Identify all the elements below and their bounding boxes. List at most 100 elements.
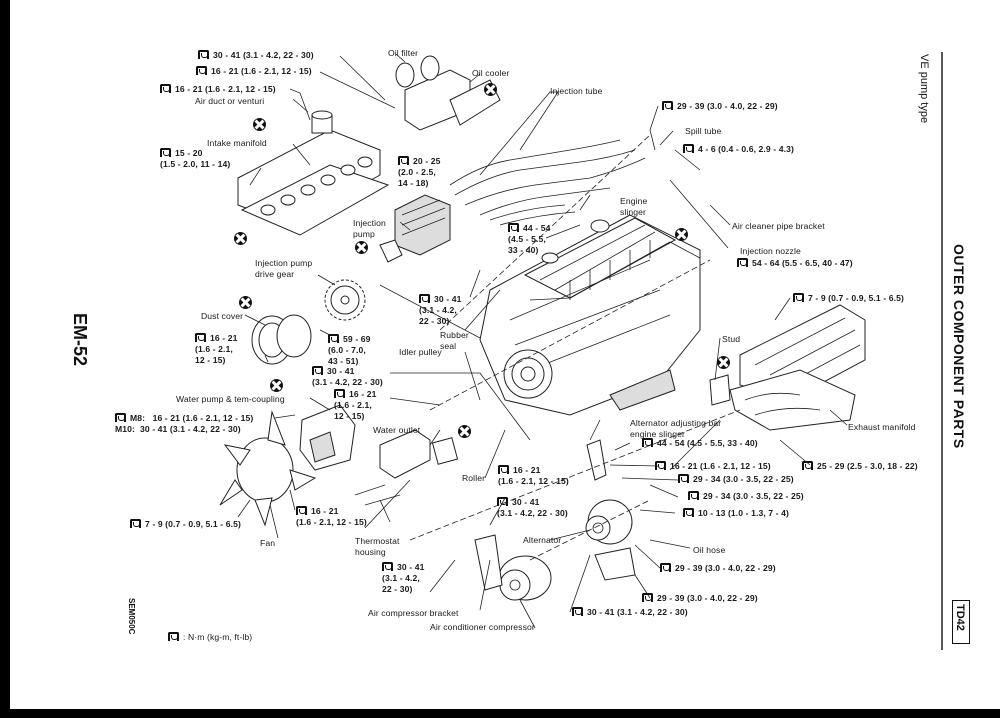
label-exhaust-manifold: Exhaust manifold <box>848 422 916 432</box>
torque-injection-pump-nut: 20 - 25 (2.0 - 2.5, 14 - 18) <box>398 156 441 188</box>
leader-lines <box>237 53 848 629</box>
torque-alt-bar-nut: 16 - 21 (1.6 - 2.1, 12 - 15) <box>655 461 771 472</box>
torque-oil-hose-bolt-b: 10 - 13 (1.0 - 1.3, 7 - 4) <box>683 508 789 519</box>
model-tag-box <box>952 600 970 644</box>
dust-cover-drawing <box>251 314 312 365</box>
torque-alt-bar-bolt: 44 - 54 (4.5 - 5.5, 33 - 40) <box>642 438 758 449</box>
torque-wrench-icon <box>683 144 694 153</box>
torque-wrench-icon <box>572 607 583 616</box>
label-air-compressor-bracket: Air compressor bracket <box>368 608 459 618</box>
torque-wrench-icon <box>802 461 813 470</box>
torque-oil-hose-union-b: 29 - 39 (3.0 - 4.0, 22 - 29) <box>642 593 758 604</box>
label-stud: Stud <box>722 334 741 344</box>
torque-compressor-bracket-bolt: 30 - 41 (3.1 - 4.2, 22 - 30) <box>382 562 425 594</box>
torque-wrench-icon <box>196 66 207 75</box>
torque-wrench-icon <box>642 438 653 447</box>
label-injection-pump: Injection pump <box>353 218 386 239</box>
torque-wrench-icon <box>382 562 393 571</box>
label-oil-cooler: Oil cooler <box>472 68 510 78</box>
torque-wrench-icon <box>498 465 509 474</box>
thermostat-housing-drawing <box>354 429 459 506</box>
torque-idler-bracket-bolt: 16 - 21 (1.6 - 2.1, 12 - 15) <box>334 389 377 421</box>
label-rubber-seal: Rubber seal <box>440 330 469 351</box>
torque-dust-cover-bolt: 16 - 21 (1.6 - 2.1, 12 - 15) <box>195 333 238 365</box>
torque-water-pump-bolt: M8: 16 - 21 (1.6 - 2.1, 12 - 15) M10: 30… <box>115 413 254 434</box>
torque-alt-lower-bolt: 30 - 41 (3.1 - 4.2, 22 - 30) <box>572 607 688 618</box>
torque-wrench-icon <box>160 148 171 157</box>
torque-wrench-icon <box>160 84 171 93</box>
torque-oil-filter-bolt: 30 - 41 (3.1 - 4.2, 22 - 30) <box>198 50 314 61</box>
label-engine-slinger: Engine slinger <box>620 196 648 217</box>
torque-roller-bolt: 16 - 21 (1.6 - 2.1, 12 - 15) <box>498 465 569 486</box>
torque-alt-upper-bolt: 29 - 34 (3.0 - 3.5, 22 - 25) <box>678 474 794 485</box>
label-oil-hose: Oil hose <box>693 545 726 555</box>
torque-drive-gear-nut: 59 - 69 (6.0 - 7.0, 43 - 51) <box>328 334 371 366</box>
label-roller: Roller <box>462 473 486 483</box>
torque-exhaust-manifold-nut: 25 - 29 (2.5 - 3.0, 18 - 22) <box>802 461 918 472</box>
torque-wrench-icon <box>195 333 206 342</box>
torque-wrench-icon <box>655 461 666 470</box>
do-not-reuse-icon <box>234 232 247 245</box>
section-title: OUTER COMPONENT PARTS <box>951 244 967 449</box>
torque-wrench-icon <box>497 497 508 506</box>
do-not-reuse-icon <box>458 425 471 438</box>
torque-air-cleaner-bracket-bolt: 4 - 6 (0.4 - 0.6, 2.9 - 4.3) <box>683 144 794 155</box>
exhaust-manifold-drawing <box>709 304 866 431</box>
torque-air-duct-bolt: 16 - 21 (1.6 - 2.1, 12 - 15) <box>160 84 276 95</box>
label-injection-nozzle: Injection nozzle <box>740 246 801 256</box>
torque-fan-coupling-bolt: 16 - 21 (1.6 - 2.1, 12 - 15) <box>296 506 367 527</box>
torque-oil-cooler-bolt: 16 - 21 (1.6 - 2.1, 12 - 15) <box>196 66 312 77</box>
label-intake-manifold: Intake manifold <box>207 138 267 148</box>
label-oil-filter: Oil filter <box>388 48 419 58</box>
torque-wrench-icon <box>793 293 804 302</box>
label-air-conditioner-compressor: Air conditioner compressor <box>430 622 535 632</box>
do-not-reuse-icon <box>270 379 283 392</box>
torque-wrench-icon <box>115 413 126 422</box>
torque-wrench-icon <box>678 474 689 483</box>
label-thermostat-housing: Thermostat housing <box>355 536 400 557</box>
figure-code: SEM050C <box>127 598 136 635</box>
label-alternator-adjusting-bar: Alternator adjusting bar engine slinger <box>630 418 722 439</box>
subtitle: VE pump type <box>918 54 930 124</box>
torque-wrench-icon <box>419 294 430 303</box>
engine-block-drawing <box>479 214 701 416</box>
torque-wrench-icon <box>398 156 409 165</box>
label-air-duct: Air duct or venturi <box>195 96 265 106</box>
torque-pump-bracket-bolt: 30 - 41 (3.1 - 4.2, 22 - 30) <box>419 294 462 326</box>
injection-pump-drawing <box>379 194 451 263</box>
do-not-reuse-icon <box>484 83 497 96</box>
torque-alt-bracket-bolt: 30 - 41 (3.1 - 4.2, 22 - 30) <box>497 497 568 518</box>
alternator-drawing <box>585 439 636 581</box>
torque-exhaust-cover-bolt: 7 - 9 (0.7 - 0.9, 5.1 - 6.5) <box>793 293 904 304</box>
torque-idler-pulley-bolt: 30 - 41 (3.1 - 4.2, 22 - 30) <box>312 366 383 387</box>
exploded-engine-diagram <box>219 52 943 650</box>
torque-wrench-icon <box>660 563 671 572</box>
torque-spill-tube-bolt: 29 - 39 (3.0 - 4.0, 22 - 29) <box>662 101 778 112</box>
label-idler-pulley: Idler pulley <box>399 347 442 357</box>
torque-wrench-icon <box>334 389 345 398</box>
do-not-reuse-icon <box>239 296 252 309</box>
label-water-outlet: Water outlet <box>373 425 421 435</box>
water-pump-fan-drawing <box>219 404 356 527</box>
torque-wrench-icon <box>737 258 748 267</box>
injection-tubes-drawing <box>449 139 646 226</box>
torque-legend: : N·m (kg-m, ft-lb) <box>168 632 252 643</box>
torque-fan-bolt: 7 - 9 (0.7 - 0.9, 5.1 - 6.5) <box>130 519 241 530</box>
torque-wrench-icon <box>130 519 141 528</box>
torque-wrench-icon <box>296 506 307 515</box>
label-air-cleaner-pipe-bracket: Air cleaner pipe bracket <box>732 221 825 231</box>
torque-wrench-icon <box>312 366 323 375</box>
torque-oil-hose-union-a: 29 - 39 (3.0 - 4.0, 22 - 29) <box>660 563 776 574</box>
torque-engine-slinger-bolt: 44 - 54 (4.5 - 5.5, 33 - 40) <box>508 223 551 255</box>
torque-wrench-icon <box>168 632 179 641</box>
ac-compressor-drawing <box>474 534 552 601</box>
torque-wrench-icon <box>642 593 653 602</box>
do-not-reuse-icon <box>675 228 688 241</box>
page-number: EM-52 <box>70 313 90 367</box>
label-injection-pump-drive-gear: Injection pump drive gear <box>255 258 313 279</box>
label-spill-tube: Spill tube <box>685 126 722 136</box>
intake-manifold-drawing <box>237 110 390 236</box>
torque-injection-nozzle: 54 - 64 (5.5 - 6.5, 40 - 47) <box>737 258 853 269</box>
torque-wrench-icon <box>328 334 339 343</box>
torque-wrench-icon <box>683 508 694 517</box>
